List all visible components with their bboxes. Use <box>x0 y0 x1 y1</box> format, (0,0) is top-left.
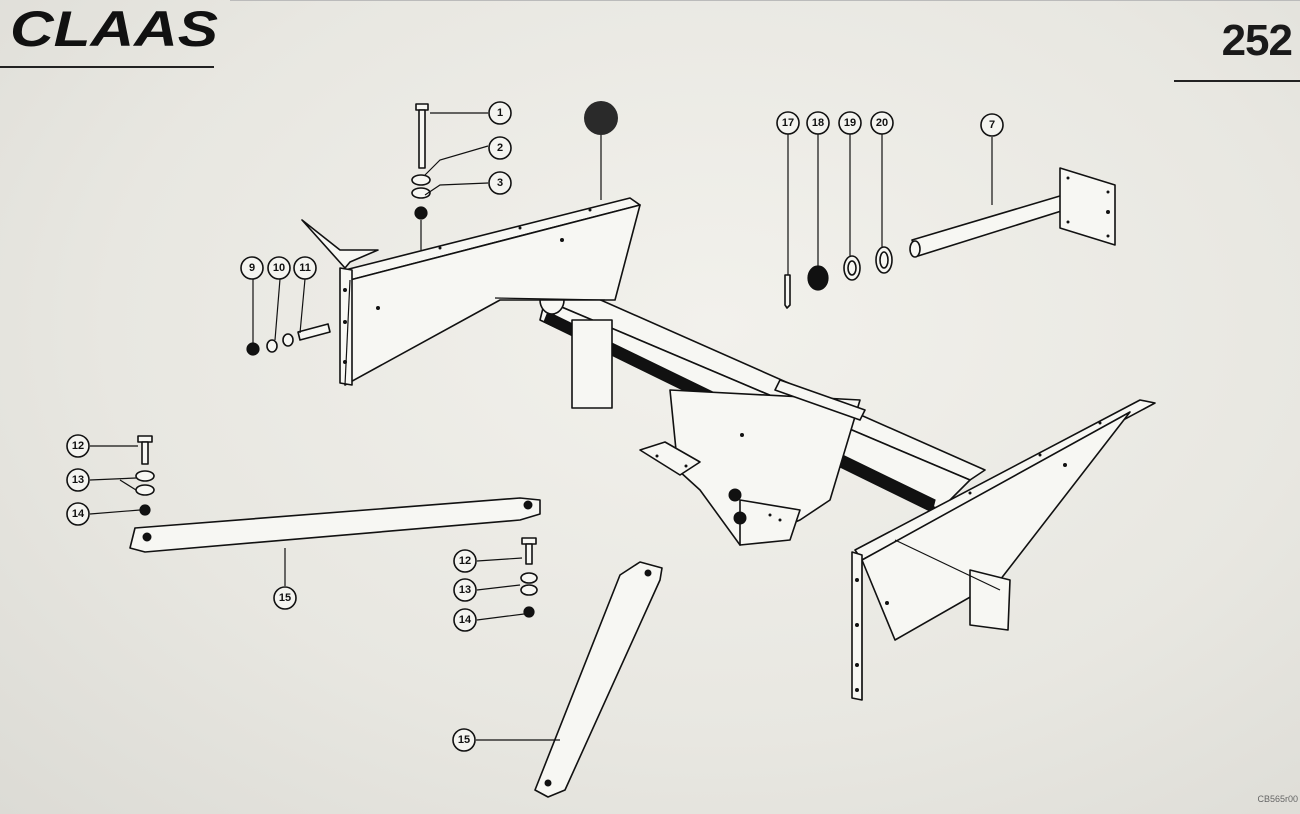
bolt-stack-12-14-middle <box>520 537 538 618</box>
strut-diagonal <box>534 561 663 798</box>
callout-10: 10 <box>267 256 291 280</box>
bolt-stack-1-3 <box>411 103 431 250</box>
top-rule <box>230 0 1300 1</box>
svg-text:13: 13 <box>459 584 471 596</box>
center-mount-bracket <box>639 379 866 546</box>
figure-code: CB565r00 <box>1257 794 1298 804</box>
svg-text:14: 14 <box>459 614 472 626</box>
brand-logo-text: CLAAS <box>10 4 218 52</box>
svg-text:9: 9 <box>249 262 255 274</box>
bolt-stack-12-14-left <box>135 435 155 516</box>
strut-horizontal <box>129 497 541 553</box>
page-number: 252 <box>1221 16 1293 65</box>
callout-11: 11 <box>293 256 317 280</box>
callout-9: 9 <box>240 256 264 280</box>
left-upper-bracket <box>301 197 641 409</box>
callout-13-middle: 13 <box>453 578 477 602</box>
bolt-stack-9-11 <box>246 323 331 356</box>
callout-7: 7 <box>980 113 1004 137</box>
callout-12-middle: 12 <box>453 549 477 573</box>
callout-18: 18 <box>806 111 830 135</box>
svg-text:10: 10 <box>273 262 285 274</box>
callout-17: 17 <box>776 111 800 135</box>
leader-lines <box>89 112 993 741</box>
svg-text:2: 2 <box>497 142 503 154</box>
highlighted-callout-marker <box>584 101 618 135</box>
svg-text:20: 20 <box>876 117 888 129</box>
callout-20: 20 <box>870 111 894 135</box>
callout-13-left: 13 <box>66 468 90 492</box>
svg-text:18: 18 <box>812 117 824 129</box>
svg-text:3: 3 <box>497 177 503 189</box>
right-bracket <box>851 399 1156 701</box>
pin-and-washers <box>784 246 893 309</box>
callout-2: 2 <box>488 136 512 160</box>
svg-text:13: 13 <box>72 474 84 486</box>
callout-3: 3 <box>488 171 512 195</box>
callout-14-middle: 14 <box>453 608 477 632</box>
brand-rule <box>0 66 214 68</box>
svg-text:15: 15 <box>279 592 291 604</box>
callout-12-left: 12 <box>66 434 90 458</box>
brand-logo: CLAAS <box>10 4 218 52</box>
shaft-with-flange <box>909 167 1116 258</box>
callout-19: 19 <box>838 111 862 135</box>
svg-text:1: 1 <box>497 107 503 119</box>
svg-text:14: 14 <box>72 508 85 520</box>
callouts: 1 2 3 7 9 10 11 12 13 14 15 12 13 14 15 … <box>66 101 1004 752</box>
callout-15-horizontal: 15 <box>273 586 297 610</box>
callout-14-left: 14 <box>66 502 90 526</box>
svg-text:12: 12 <box>72 440 84 452</box>
svg-text:15: 15 <box>458 734 470 746</box>
callout-15-diagonal: 15 <box>452 728 476 752</box>
page-number-rule <box>1174 80 1300 82</box>
svg-text:17: 17 <box>782 117 794 129</box>
callout-1: 1 <box>488 101 512 125</box>
svg-text:19: 19 <box>844 117 856 129</box>
svg-text:12: 12 <box>459 555 471 567</box>
svg-text:7: 7 <box>989 119 995 131</box>
svg-text:11: 11 <box>299 262 311 274</box>
